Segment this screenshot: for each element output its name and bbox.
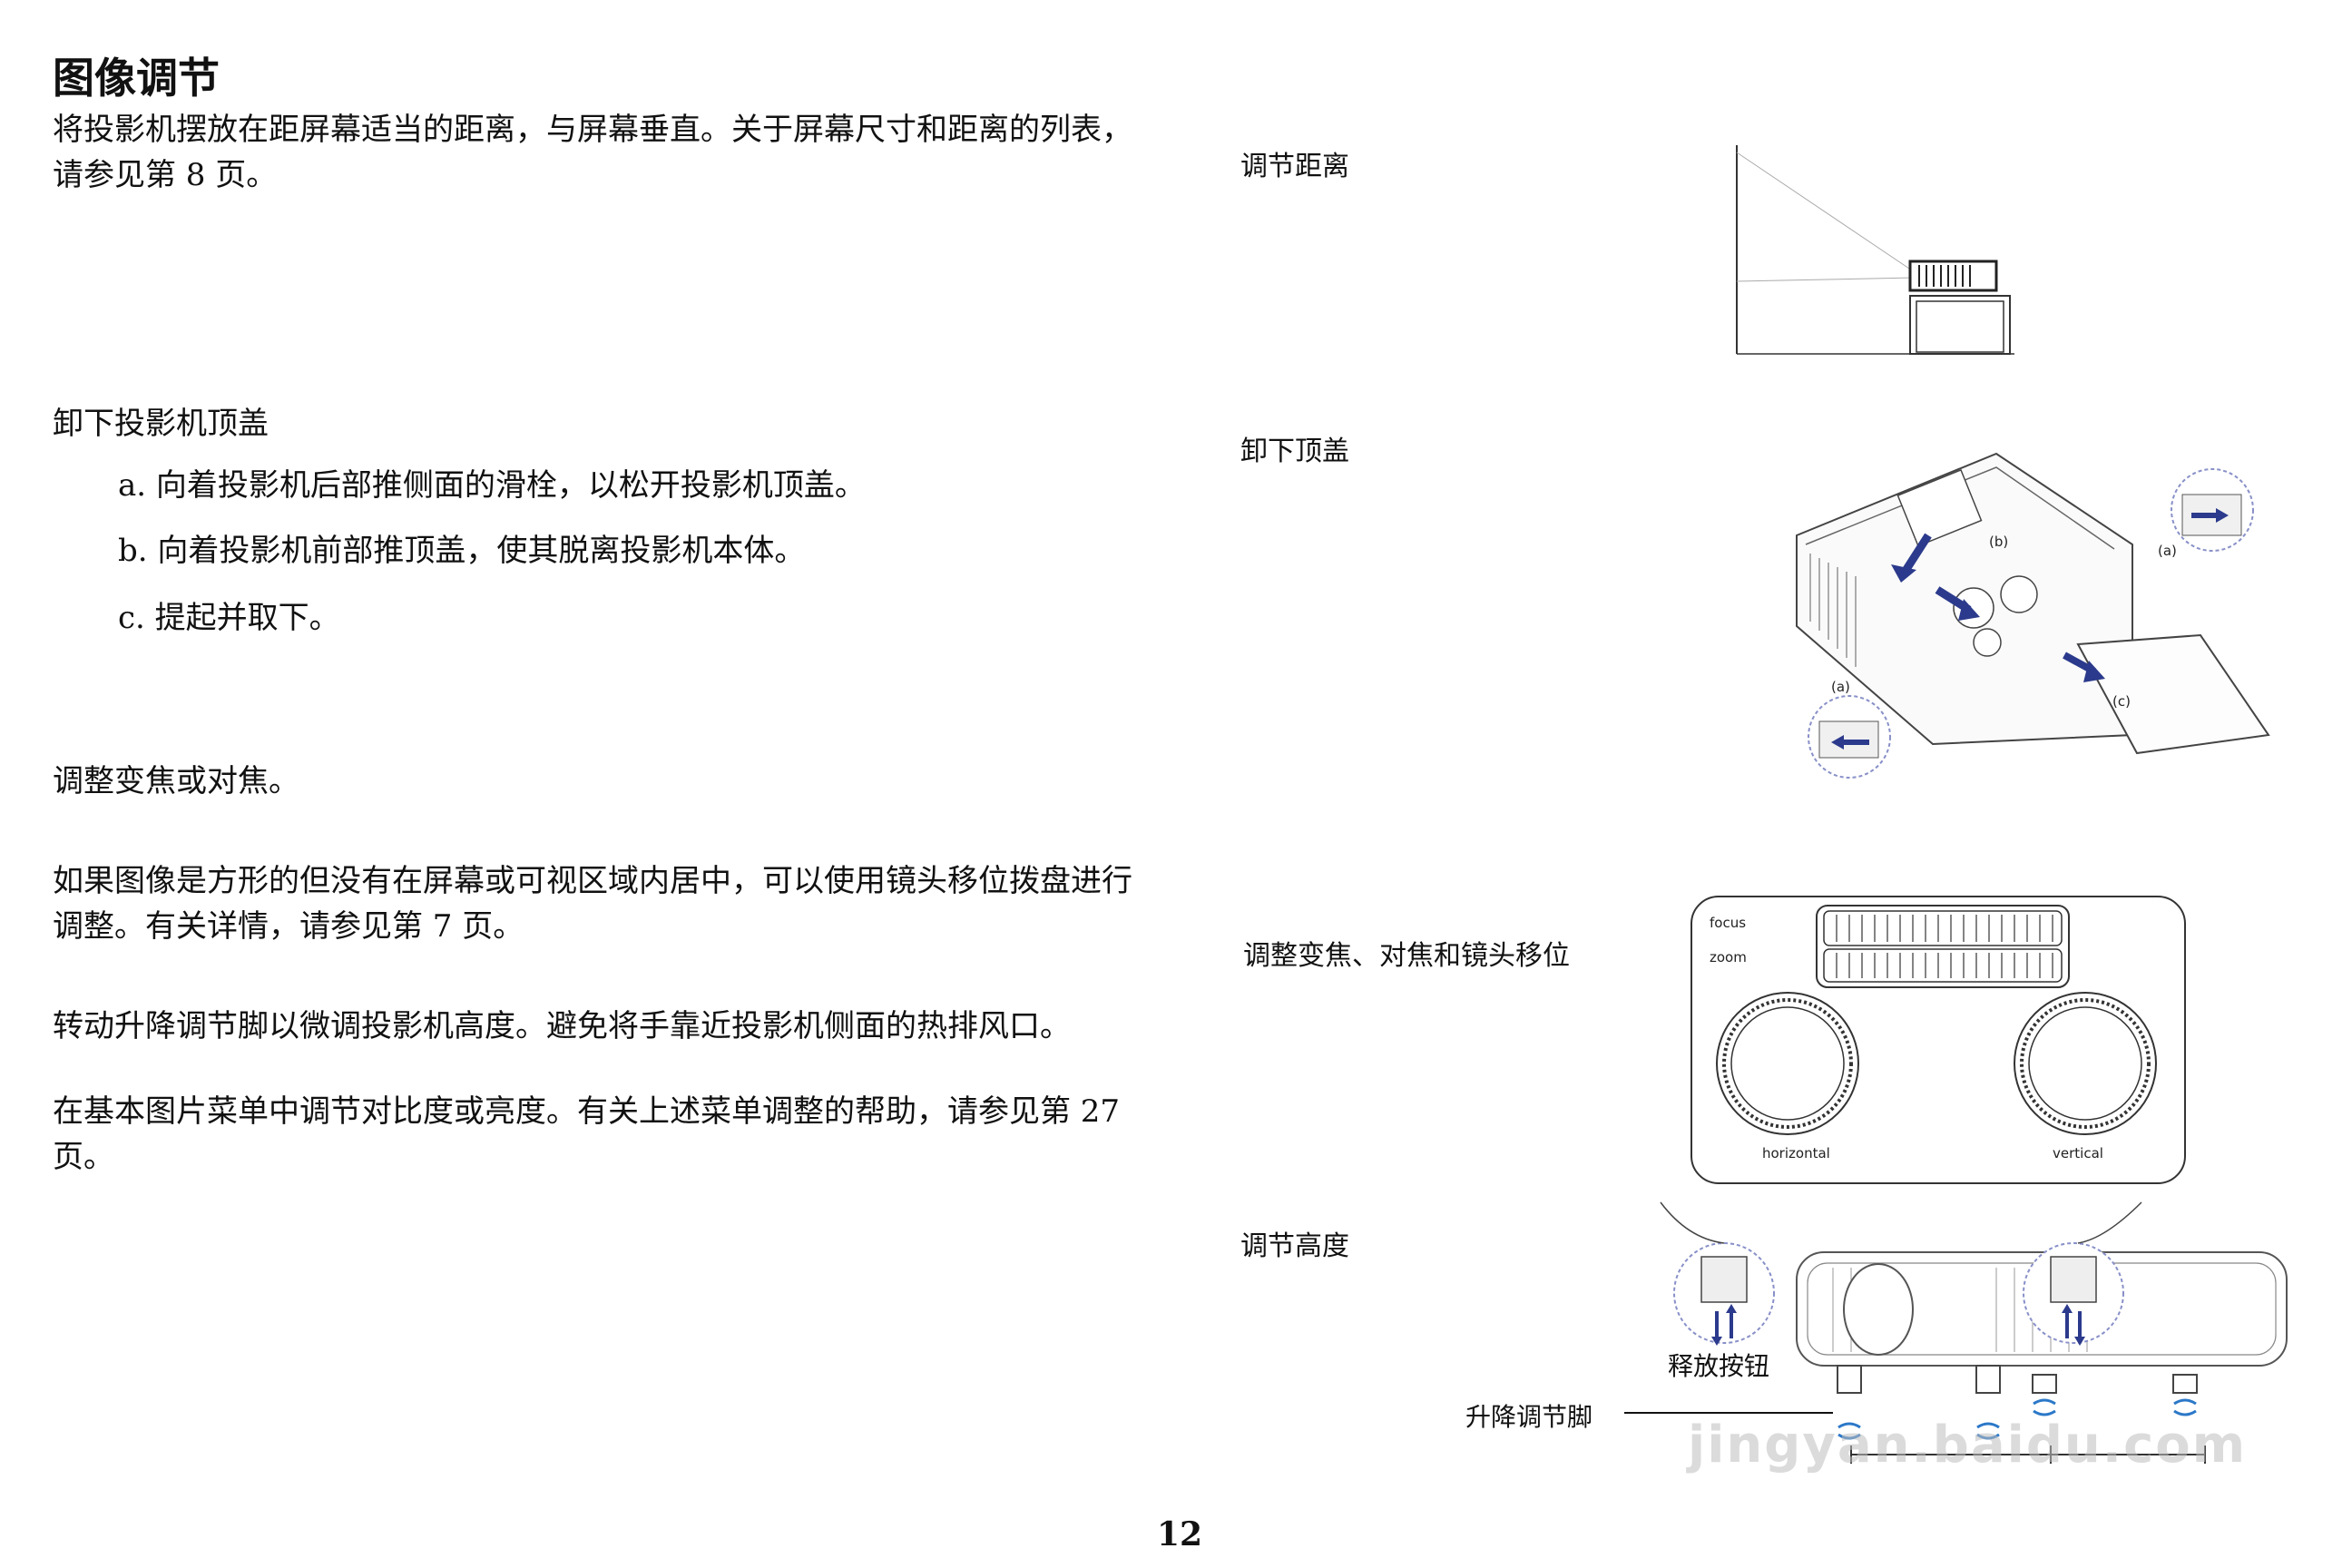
step-b: b. 向着投影机前部推顶盖，使其脱离投影机本体。: [118, 533, 806, 569]
cover-removal-illustration: (b) (a) (a) (c): [1796, 452, 2270, 779]
cover-heading: 卸下投影机顶盖: [53, 406, 269, 442]
page-number: 12: [1156, 1515, 1203, 1553]
release-button-label: 释放按钮: [1668, 1351, 1770, 1381]
caption-lens: 调整变焦、对焦和镜头移位: [1243, 940, 1570, 972]
lens-label-horizontal: horizontal: [1762, 1145, 1830, 1161]
elevator-foot-label: 升降调节脚: [1465, 1402, 1593, 1432]
distance-illustration: [1736, 145, 2014, 355]
lens-label-focus: focus: [1710, 915, 1746, 931]
step-c: c. 提起并取下。: [118, 600, 340, 636]
intro-paragraph: 将投影机摆放在距屏幕适当的距离，与屏幕垂直。关于屏幕尺寸和距离的列表，请参见第 …: [53, 112, 1132, 193]
cover-label-a-bottom: (a): [1831, 679, 1850, 695]
lens-shift-paragraph: 如果图像是方形的但没有在屏幕或可视区域内居中，可以使用镜头移位拨盘进行调整。有关…: [53, 863, 1132, 945]
lens-controls-illustration: focus zoom horizontal vertical: [1690, 896, 2186, 1184]
watermark: jingyan.baidu.com: [1688, 1416, 2248, 1475]
cover-label-b: (b): [1989, 534, 2008, 550]
step-a: a. 向着投影机后部推侧面的滑栓，以松开投影机顶盖。: [118, 467, 866, 504]
lens-label-vertical: vertical: [2053, 1145, 2103, 1161]
zoom-focus-paragraph: 调整变焦或对焦。: [53, 763, 299, 799]
height-paragraph: 转动升降调节脚以微调投影机高度。避免将手靠近投影机侧面的热排风口。: [53, 1008, 1071, 1044]
caption-height: 调节高度: [1240, 1230, 1349, 1262]
caption-distance: 调节距离: [1240, 151, 1349, 182]
contrast-paragraph: 在基本图片菜单中调节对比度或亮度。有关上述菜单调整的帮助，请参见第 27 页。: [53, 1093, 1121, 1175]
page-title: 图像调节: [53, 54, 220, 103]
lens-label-zoom: zoom: [1710, 949, 1747, 965]
cover-label-c: (c): [2112, 693, 2131, 710]
height-adjust-illustration: [1624, 1201, 2288, 1464]
cover-label-a-top: (a): [2158, 543, 2177, 559]
caption-cover: 卸下顶盖: [1240, 436, 1349, 467]
